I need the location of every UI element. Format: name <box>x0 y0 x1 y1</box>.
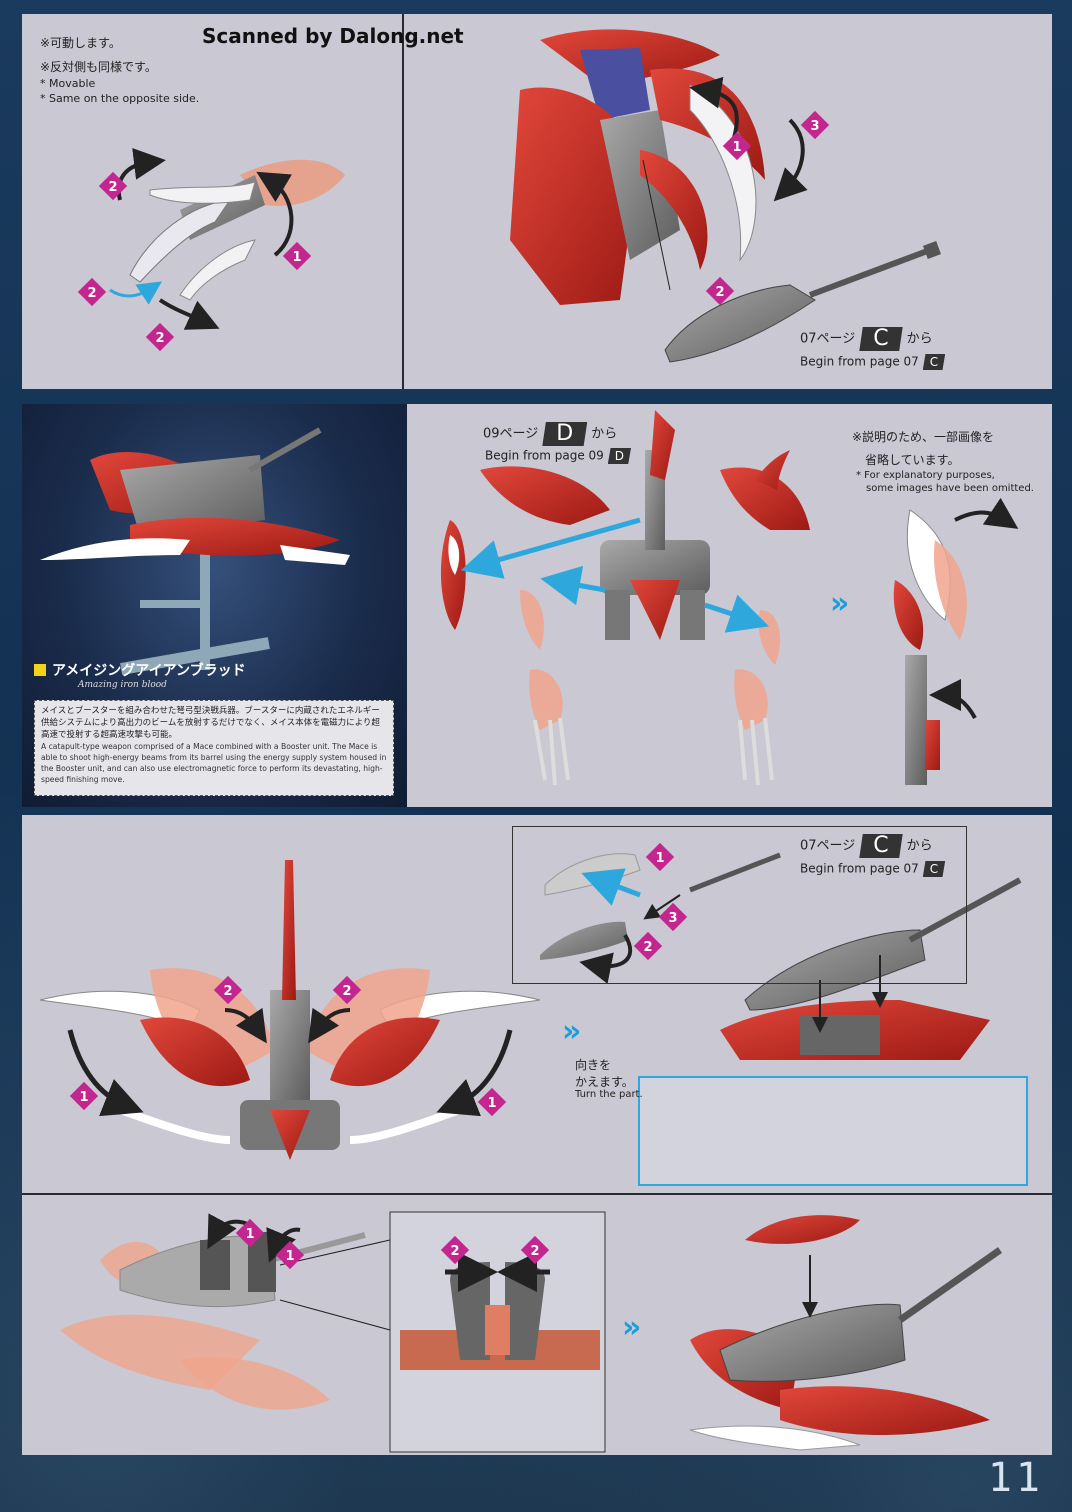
product-description: メイスとブースターを組み合わせた弩弓型決戦兵器。ブースターに内蔵されたエネルギー… <box>34 700 394 796</box>
svg-text:1: 1 <box>285 1249 294 1264</box>
omitted-note-en-1: * For explanatory purposes, <box>856 470 995 481</box>
note-opposite-jp: ※反対側も同様です。 <box>40 60 157 74</box>
ref-page-jp: 07ページ <box>800 331 856 347</box>
note-opposite-en: * Same on the opposite side. <box>40 92 200 105</box>
claw-hand-illustration <box>129 159 345 301</box>
product-marker <box>34 664 46 676</box>
ref-begin-en: Begin from page 07 <box>800 861 919 876</box>
ref-begin-en: Begin from page 07 <box>800 354 919 369</box>
svg-text:2: 2 <box>155 331 164 346</box>
detail-inset-frame <box>512 826 967 984</box>
svg-text:2: 2 <box>342 984 351 999</box>
note-movable-en: * Movable <box>40 77 96 90</box>
turn-note-jp-1: 向きを <box>575 1058 612 1072</box>
omitted-note-jp-1: ※説明のため、一部画像を <box>852 430 995 444</box>
omitted-note-en-2: some images have been omitted. <box>866 483 1034 494</box>
ref-from-jp: から <box>906 331 933 347</box>
ref-part-letter: C <box>859 327 903 351</box>
svg-text:2: 2 <box>643 940 652 955</box>
turned-part-frame <box>638 1076 1028 1186</box>
svg-text:1: 1 <box>245 1227 254 1242</box>
ref-part-letter: D <box>542 422 588 446</box>
svg-text:1: 1 <box>655 851 664 866</box>
panel-divider <box>420 813 1052 814</box>
spread-wings-illustration <box>39 860 541 1160</box>
svg-text:1: 1 <box>487 1096 496 1111</box>
svg-text:2: 2 <box>108 180 117 195</box>
panel-divider <box>402 14 404 389</box>
ref-page-jp: 09ページ <box>483 426 539 442</box>
svg-text:3: 3 <box>810 119 819 134</box>
final-assembly-right <box>689 1215 1003 1451</box>
ref-mini-letter: C <box>922 354 946 370</box>
svg-text:2: 2 <box>530 1244 539 1259</box>
ref-part-letter: C <box>859 834 903 858</box>
svg-text:1: 1 <box>732 140 741 155</box>
product-name-en: Amazing iron blood <box>78 680 167 690</box>
ref-page-jp: 07ページ <box>800 838 856 854</box>
next-step-chevron: » <box>830 586 850 621</box>
omitted-note-jp-2: 省略しています。 <box>865 453 960 467</box>
product-name: アメイジングアイアンブラッド <box>34 660 246 680</box>
product-description-en: A catapult-type weapon comprised of a Ma… <box>41 742 387 784</box>
svg-text:3: 3 <box>668 911 677 926</box>
ref-mini-letter: C <box>922 861 946 877</box>
svg-text:1: 1 <box>292 250 301 265</box>
ref-mini-letter: D <box>607 448 632 464</box>
svg-text:2: 2 <box>223 984 232 999</box>
svg-text:1: 1 <box>79 1090 88 1105</box>
svg-text:2: 2 <box>450 1244 459 1259</box>
scan-watermark: Scanned by Dalong.net <box>202 24 464 48</box>
next-step-chevron: » <box>562 1014 582 1049</box>
turn-note-en: Turn the part. <box>575 1089 643 1100</box>
ref-from-jp: から <box>906 838 933 854</box>
arm-detail-illustration <box>893 509 967 785</box>
panel-divider <box>22 1193 1052 1195</box>
turn-note-jp-2: かえます。 <box>575 1075 634 1089</box>
ref-begin-en: Begin from page 09 <box>485 448 604 463</box>
product-description-jp: メイスとブースターを組み合わせた弩弓型決戦兵器。ブースターに内蔵されたエネルギー… <box>41 706 380 740</box>
mace-illustration <box>664 241 941 363</box>
showcase-weapon <box>40 427 350 675</box>
robot-figure-illustration <box>510 29 765 305</box>
final-assembly-left <box>60 1232 366 1410</box>
ref-from-jp: から <box>591 426 618 442</box>
svg-text:2: 2 <box>87 286 96 301</box>
svg-text:2: 2 <box>715 285 724 300</box>
next-step-chevron: » <box>622 1310 642 1345</box>
page-number: 11 <box>987 1455 1044 1501</box>
product-name-jp: アメイジングアイアンブラッド <box>52 663 246 679</box>
note-movable-jp: ※可動します。 <box>40 36 121 50</box>
booster-wings-illustration <box>440 410 810 786</box>
